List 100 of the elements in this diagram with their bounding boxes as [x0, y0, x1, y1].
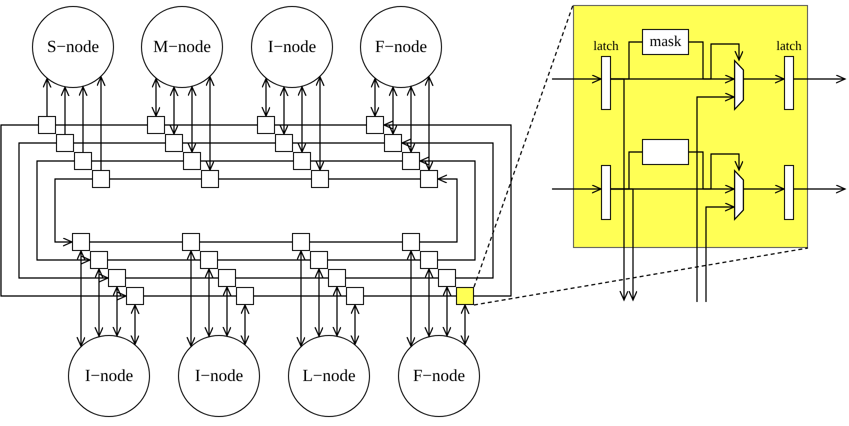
switch-box	[56, 134, 74, 152]
arrow	[315, 76, 325, 171]
switch-box	[165, 134, 183, 152]
latch-label: latch	[592, 38, 620, 54]
connector-line	[92, 160, 183, 162]
arrow	[205, 76, 215, 171]
connector-line	[165, 124, 257, 126]
arrow	[552, 184, 602, 194]
arrow	[424, 268, 434, 337]
switch-box	[257, 116, 275, 134]
arrow	[705, 202, 735, 302]
node-circle: I−node	[251, 6, 333, 88]
arrow	[222, 286, 232, 336]
latch-bar	[601, 56, 611, 110]
node-circle: S−node	[32, 6, 114, 88]
arrow	[186, 250, 196, 347]
arrow	[332, 286, 342, 336]
latch-bar	[784, 165, 794, 220]
switch-box	[402, 233, 420, 251]
arrow	[279, 86, 289, 135]
node-circle: I−node	[68, 335, 150, 417]
arrow	[76, 250, 86, 347]
switch-box	[236, 287, 254, 305]
arrow	[611, 78, 629, 301]
switch-box	[328, 269, 346, 287]
arrow	[460, 304, 470, 345]
switch-box	[90, 251, 108, 269]
arrow	[314, 268, 324, 337]
switch-box	[456, 287, 474, 305]
node-circle: L−node	[288, 335, 370, 417]
connector-line	[328, 259, 420, 261]
arrow	[744, 184, 785, 194]
multiplexer-symbol	[734, 170, 744, 220]
switch-box	[74, 152, 92, 170]
switch-box	[38, 116, 56, 134]
connector-line	[183, 142, 275, 144]
zoom-panel	[573, 5, 808, 248]
connector-line	[200, 241, 292, 243]
connector-line	[90, 241, 182, 243]
blank-box	[642, 139, 689, 165]
connector-line	[218, 259, 310, 261]
switch-box	[310, 251, 328, 269]
switch-box	[108, 269, 126, 287]
multiplexer-symbol	[734, 60, 744, 110]
arrow	[130, 304, 140, 345]
arrow	[297, 86, 307, 153]
arrow	[187, 86, 197, 153]
switch-box	[126, 287, 144, 305]
arrow	[112, 286, 122, 336]
connector-line	[293, 142, 384, 144]
arrow	[419, 156, 476, 261]
connector-line	[201, 160, 293, 162]
connector-line	[144, 295, 236, 297]
connector-line	[329, 178, 420, 180]
switch-box	[147, 116, 165, 134]
switch-box	[366, 116, 384, 134]
arrow	[169, 86, 179, 135]
arrow	[0, 124, 127, 301]
arrow	[240, 304, 250, 345]
arrow	[388, 86, 398, 135]
node-circle: M−node	[141, 6, 223, 88]
connector-line	[126, 277, 218, 279]
arrow	[744, 74, 785, 84]
dashed-line	[474, 247, 808, 306]
switch-box	[402, 152, 420, 170]
switch-box	[311, 170, 329, 188]
connector-line	[74, 142, 165, 144]
connector-line	[110, 178, 201, 180]
arrow	[794, 184, 846, 194]
arrow	[689, 151, 744, 190]
arrow	[296, 250, 306, 347]
arrow	[689, 41, 744, 80]
switch-box	[384, 134, 402, 152]
switch-box	[183, 152, 201, 170]
arrow	[94, 268, 104, 337]
arrow	[204, 268, 214, 337]
arrow	[18, 142, 109, 283]
connector-line	[310, 241, 402, 243]
connector-line	[219, 178, 311, 180]
arrow	[60, 86, 70, 134]
connector-line	[108, 259, 200, 261]
connector-line	[364, 295, 456, 297]
switch-box	[182, 233, 200, 251]
node-circle: F−node	[360, 6, 442, 88]
arrow	[36, 160, 91, 265]
switch-box	[292, 233, 310, 251]
connector-line	[56, 124, 147, 126]
arrow	[350, 304, 360, 345]
switch-box	[218, 269, 236, 287]
latch-bar	[601, 165, 611, 220]
arrow	[442, 286, 452, 336]
latch-bar	[784, 56, 794, 110]
latch-label: latch	[775, 38, 803, 54]
arrow	[552, 74, 602, 84]
switch-box	[200, 251, 218, 269]
arrow	[370, 78, 380, 117]
connector-line	[346, 277, 438, 279]
arrow	[261, 78, 271, 117]
switch-box	[438, 269, 456, 287]
arrow	[406, 86, 416, 153]
